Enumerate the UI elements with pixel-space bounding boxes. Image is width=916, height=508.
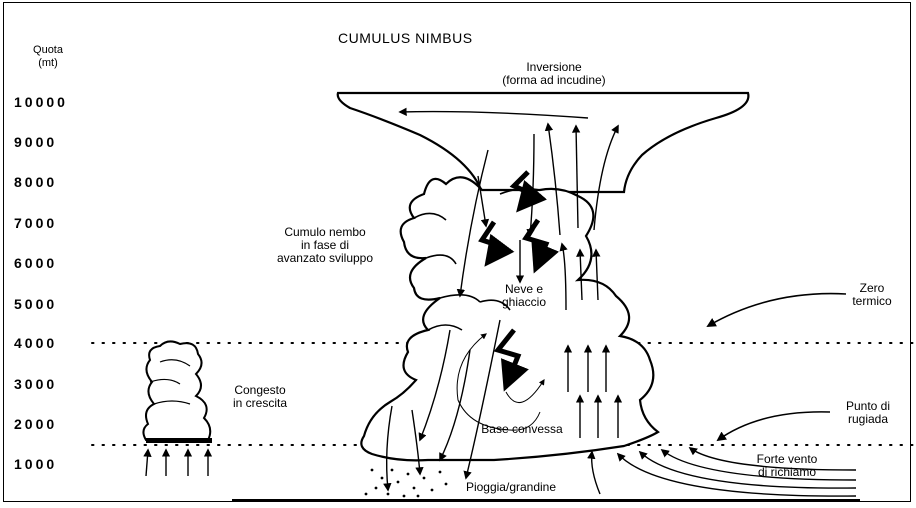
congestus-base: [146, 438, 212, 443]
tick-label: 6000: [14, 255, 57, 271]
main-cloud-shape: [361, 177, 658, 460]
tick-label: 5000: [14, 296, 57, 312]
forte-vento-label: Forte vento di richiamo: [732, 453, 842, 479]
axis-label-line2: (mt): [30, 57, 66, 70]
anvil-shape: [338, 93, 749, 192]
base-convessa-label: Base convessa: [462, 423, 582, 436]
zero-termico-leader: [708, 294, 846, 326]
neve-ghiaccio-label: Neve e ghiaccio: [484, 283, 564, 309]
punto-rugiada-label: Punto di rugiada: [828, 400, 908, 426]
tick-label: 1000: [14, 456, 57, 472]
congestus-inflow: [146, 450, 208, 476]
diagram-title: CUMULUS NIMBUS: [338, 30, 473, 46]
inversione-line2: (forma ad incudine): [474, 74, 634, 87]
tick-label: 8000: [14, 174, 57, 190]
tick-label: 2000: [14, 416, 57, 432]
tick-label: 4000: [14, 335, 57, 351]
cumulo-nembo-label: Cumulo nembo in fase di avanzato svilupp…: [250, 226, 400, 265]
vento-line2: di richiamo: [732, 466, 842, 479]
zero-termico-label: Zero termico: [840, 282, 904, 308]
axis-label-line1: Quota: [30, 44, 66, 57]
cumulo-line3: avanzato sviluppo: [250, 252, 400, 265]
tick-label: 3000: [14, 376, 57, 392]
congestus-cloud: [143, 341, 210, 440]
punto-line2: rugiada: [828, 413, 908, 426]
pioggia-grandine-label: Pioggia/grandine: [446, 481, 576, 494]
congesto-line2: in crescita: [210, 397, 310, 410]
zero-line2: termico: [840, 295, 904, 308]
dew-point-leader: [718, 412, 830, 440]
tick-label: 9000: [14, 134, 57, 150]
inversione-label: Inversione (forma ad incudine): [474, 61, 634, 87]
precipitation-dots: [365, 469, 448, 498]
neve-line2: ghiaccio: [484, 296, 564, 309]
tick-label: 10000: [14, 94, 68, 110]
axis-label: Quota (mt): [30, 44, 66, 70]
tick-label: 7000: [14, 215, 57, 231]
congesto-label: Congesto in crescita: [210, 384, 310, 410]
